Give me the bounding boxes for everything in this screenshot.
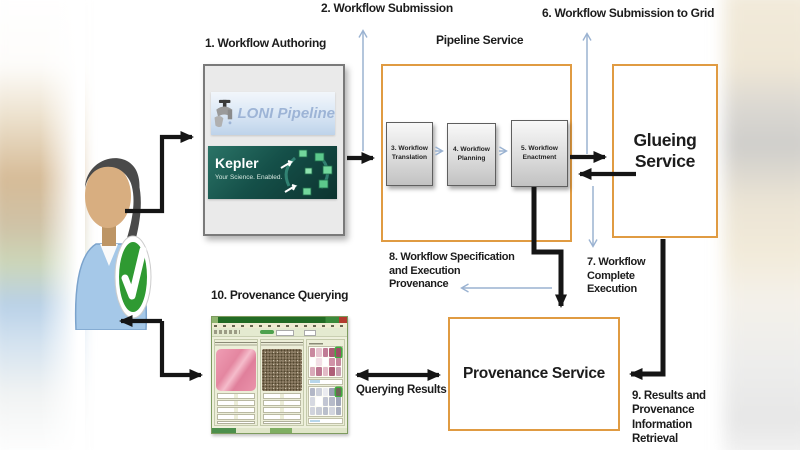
thumbnail [316, 357, 322, 366]
provenance-service-box: Provenance Service [448, 317, 620, 431]
faucet-icon [214, 99, 233, 127]
tissue-image-brown [262, 349, 302, 391]
person-face [85, 164, 131, 228]
label-workflow-authoring: 1. Workflow Authoring [205, 36, 327, 50]
thumbnail [310, 387, 316, 396]
app-title-bar [212, 317, 347, 323]
label-workflow-complete-execution: 7. Workflow Complete Execution [587, 256, 646, 296]
label-results-provenance-retrieval: 9. Results and Provenance Information Re… [632, 390, 706, 445]
checkmark-icon [121, 246, 147, 300]
label-workflow-submission: 2. Workflow Submission [321, 1, 453, 15]
thumbnail [322, 406, 329, 415]
provenance-service-label: Provenance Service [463, 365, 605, 382]
thumbnail [322, 397, 329, 406]
thumbnail [329, 387, 335, 396]
thumbnail [329, 367, 335, 376]
label-pipeline-service: Pipeline Service [436, 33, 524, 47]
label-workflow-specification-provenance: 8. Workflow Specification and Execution … [389, 251, 515, 291]
workflow-translation-step: 3. Workflow Translation [386, 122, 433, 186]
thumbnail [316, 387, 322, 396]
horizontal-scrollbar [308, 418, 343, 424]
blurred-right-edge [724, 0, 800, 450]
blurred-left-edge-fade [40, 0, 85, 450]
horizontal-scrollbar [308, 378, 343, 385]
panel-header [215, 340, 257, 348]
person-neck [102, 222, 116, 246]
thumbnail-grid-bottom [308, 385, 343, 417]
thumbnail [310, 357, 316, 366]
thumbnail [316, 367, 322, 376]
metadata-form [215, 392, 257, 425]
panel-header [308, 341, 343, 345]
thumbnail [335, 406, 341, 415]
thumbnail [316, 348, 322, 357]
thumbnail [335, 387, 341, 396]
thumbnail [335, 357, 341, 366]
app-toolbar [212, 328, 347, 337]
person-collar [100, 244, 118, 266]
kepler-logo: Kepler Your Science. Enabled. [208, 146, 337, 199]
glueing-service-box: Glueing Service [612, 64, 718, 238]
results-panel [306, 339, 345, 426]
thumbnail [335, 367, 341, 376]
specimen-panel-middle [260, 339, 304, 426]
thumbnail [322, 357, 329, 366]
thumbnail [322, 387, 329, 396]
toolbar-icons [214, 329, 240, 334]
label-provenance-querying: 10. Provenance Querying [211, 288, 349, 302]
thumbnail [322, 348, 329, 357]
app-menu-bar [212, 323, 347, 328]
thumbnail [329, 406, 335, 415]
notes-area [263, 421, 301, 424]
thumbnail [316, 397, 322, 406]
thumbnail [329, 357, 335, 366]
thumbnail [316, 406, 322, 415]
app-content [212, 337, 347, 428]
loni-logo-text: LONI Pipeline [237, 105, 335, 122]
thumbnail [310, 406, 316, 415]
thumbnail [335, 348, 341, 357]
toolbar-field-2 [304, 329, 316, 336]
thumbnail [310, 348, 316, 357]
notes-area [217, 421, 255, 424]
specimen-panel-left [214, 339, 258, 426]
workflow-planning-step: 4. Workflow Planning [447, 123, 496, 186]
arrow-user-to-querying [159, 321, 203, 381]
workflow-enactment-step: 5. Workflow Enactment [511, 120, 568, 187]
user-person-icon [74, 158, 152, 330]
thumbnail [329, 348, 335, 357]
thumbnail [322, 367, 329, 376]
thumbnail [329, 397, 335, 406]
thumbnail [310, 397, 316, 406]
loni-pipeline-logo: LONI Pipeline [211, 92, 335, 135]
toolbar-field [276, 329, 294, 336]
kepler-cubes-graphic [280, 149, 333, 196]
panel-header [261, 340, 303, 348]
thumbnail [335, 397, 341, 406]
app-status-bar [212, 428, 347, 433]
label-workflow-submission-to-grid: 6. Workflow Submission to Grid [542, 6, 715, 20]
tissue-image-pink [216, 349, 256, 391]
toolbar-green-button [260, 329, 274, 334]
thumbnail [310, 367, 316, 376]
kepler-logo-tagline: Your Science. Enabled. [215, 174, 283, 181]
kepler-logo-title: Kepler [215, 155, 259, 171]
glueing-service-label: Glueing Service [633, 130, 697, 171]
label-querying-results: Querying Results [356, 384, 447, 396]
provenance-querying-screenshot [211, 316, 348, 434]
thumbnail-grid-top [308, 346, 343, 378]
metadata-form [261, 392, 303, 425]
